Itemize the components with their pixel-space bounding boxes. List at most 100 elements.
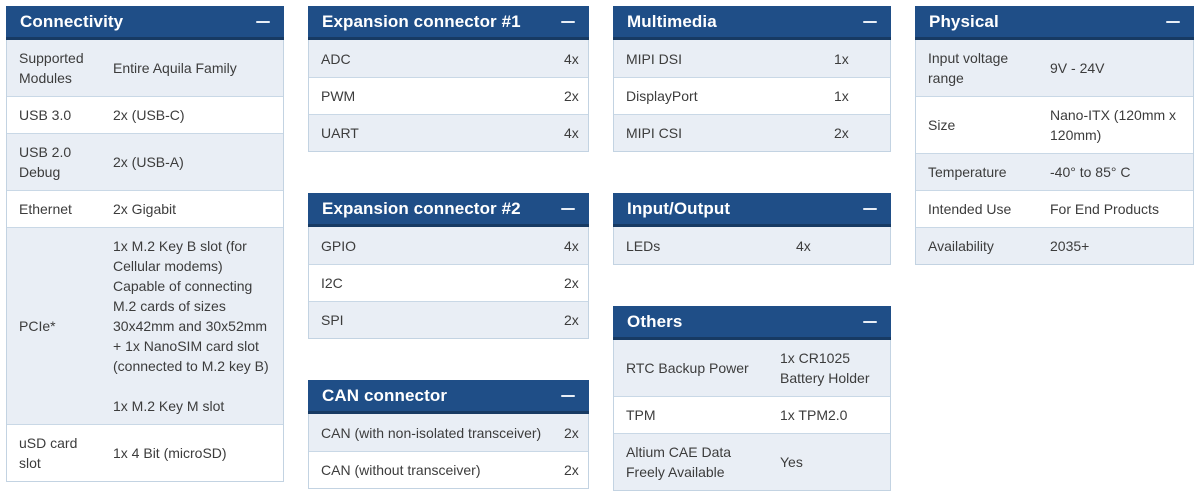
row-value: 2x [834, 125, 849, 141]
row-label: GPIO [321, 237, 357, 254]
table-title: Input/Output [627, 198, 731, 218]
row-label: Supported Modules [19, 50, 84, 86]
table-header[interactable]: Expansion connector #1 [308, 6, 589, 40]
table-header[interactable]: Physical [915, 6, 1194, 40]
table-rows: MIPI DSI 1x DisplayPort 1x MIPI CSI 2x [613, 40, 891, 152]
table-row: PWM 2x [309, 77, 588, 114]
table-row: MIPI DSI 1x [614, 40, 890, 77]
table-row: I2C 2x [309, 264, 588, 301]
table-row: LEDs 4x [614, 227, 890, 264]
table-title: CAN connector [322, 385, 448, 405]
row-value: Entire Aquila Family [113, 60, 237, 76]
row-value: 2x [564, 312, 579, 328]
row-value: 1x 4 Bit (microSD) [113, 445, 227, 461]
spec-column-2: Expansion connector #1 ADC 4x PWM 2x UAR… [308, 6, 589, 489]
row-value: 4x [564, 50, 579, 67]
table-row: Ethernet 2x Gigabit [7, 190, 283, 227]
row-value: 2x Gigabit [113, 201, 177, 217]
table-row: ADC 4x [309, 40, 588, 77]
row-label: MIPI DSI [626, 50, 683, 67]
spec-column-1: Connectivity Supported Modules Entire Aq… [6, 6, 284, 482]
row-value: 2x [564, 275, 579, 291]
row-label: Altium CAE Data Freely Available [626, 444, 732, 480]
row-label: I2C [321, 275, 343, 291]
row-value: 1x [834, 50, 849, 67]
row-label: TPM [626, 407, 656, 423]
collapse-minus-icon[interactable] [561, 20, 575, 23]
table-header[interactable]: Input/Output [613, 193, 891, 227]
collapse-minus-icon[interactable] [1166, 20, 1180, 23]
table-rows: CAN (with non-isolated transceiver) 2x C… [308, 414, 589, 489]
table-title: Expansion connector #1 [322, 11, 521, 31]
row-label: UART [321, 125, 359, 141]
row-value: 2x [564, 462, 579, 478]
row-value: 1x CR1025 Battery Holder [780, 350, 870, 386]
spec-table-io: Input/Output LEDs 4x [613, 193, 891, 265]
table-row: SPI 2x [309, 301, 588, 338]
table-rows: LEDs 4x [613, 227, 891, 265]
row-value: 4x [796, 237, 811, 254]
row-value: 4x [564, 237, 579, 254]
row-value: 4x [564, 125, 579, 141]
table-rows: Input voltage range 9V - 24V Size Nano-I… [915, 40, 1194, 265]
spec-table-others: Others RTC Backup Power 1x CR1025 Batter… [613, 306, 891, 491]
collapse-minus-icon[interactable] [863, 20, 877, 23]
row-label: PCIe* [19, 318, 56, 334]
row-value: 2x (USB-A) [113, 154, 184, 170]
spec-table-expansion2: Expansion connector #2 GPIO 4x I2C 2x SP… [308, 193, 589, 339]
table-header[interactable]: Multimedia [613, 6, 891, 40]
table-rows: RTC Backup Power 1x CR1025 Battery Holde… [613, 340, 891, 491]
table-row: Availability 2035+ [916, 227, 1193, 264]
collapse-minus-icon[interactable] [863, 320, 877, 323]
table-row: PCIe* 1x M.2 Key B slot (for Cellular mo… [7, 227, 283, 424]
table-rows: ADC 4x PWM 2x UART 4x [308, 40, 589, 152]
table-row: Input voltage range 9V - 24V [916, 40, 1193, 96]
row-label: MIPI CSI [626, 125, 683, 141]
collapse-minus-icon[interactable] [561, 394, 575, 397]
row-label: USB 2.0 Debug [19, 144, 72, 180]
row-label: SPI [321, 312, 344, 328]
table-row: USB 3.0 2x (USB-C) [7, 96, 283, 133]
row-value: 2x [564, 88, 579, 104]
table-header[interactable]: Others [613, 306, 891, 340]
row-label: uSD card slot [19, 435, 78, 471]
table-row: Size Nano-ITX (120mm x 120mm) [916, 96, 1193, 153]
table-header[interactable]: Connectivity [6, 6, 284, 40]
row-label: CAN (without transceiver) [321, 462, 481, 478]
row-value: Nano-ITX (120mm x 120mm) [1050, 107, 1177, 143]
collapse-minus-icon[interactable] [863, 207, 877, 210]
table-header[interactable]: CAN connector [308, 380, 589, 414]
table-title: Connectivity [20, 11, 124, 31]
table-row: DisplayPort 1x [614, 77, 890, 114]
collapse-minus-icon[interactable] [561, 207, 575, 210]
row-value: Yes [780, 454, 803, 470]
table-title: Others [627, 311, 683, 331]
table-row: Intended Use For End Products [916, 190, 1193, 227]
spec-column-3: Multimedia MIPI DSI 1x DisplayPort 1x MI… [613, 6, 891, 491]
collapse-minus-icon[interactable] [256, 20, 270, 23]
row-value: 2x [564, 424, 579, 441]
row-label: Ethernet [19, 201, 72, 217]
table-title: Physical [929, 11, 999, 31]
row-label: Size [928, 117, 956, 133]
spec-table-multimedia: Multimedia MIPI DSI 1x DisplayPort 1x MI… [613, 6, 891, 152]
table-row: UART 4x [309, 114, 588, 151]
row-label: DisplayPort [626, 88, 698, 104]
spec-table-connectivity: Connectivity Supported Modules Entire Aq… [6, 6, 284, 482]
row-value: -40° to 85° C [1050, 164, 1131, 180]
table-row: uSD card slot 1x 4 Bit (microSD) [7, 424, 283, 481]
row-label: RTC Backup Power [626, 360, 749, 376]
table-row: TPM 1x TPM2.0 [614, 396, 890, 433]
table-row: CAN (with non-isolated transceiver) 2x [309, 414, 588, 451]
table-header[interactable]: Expansion connector #2 [308, 193, 589, 227]
table-row: USB 2.0 Debug 2x (USB-A) [7, 133, 283, 190]
row-value: 9V - 24V [1050, 60, 1105, 76]
spec-table-physical: Physical Input voltage range 9V - 24V Si… [915, 6, 1194, 265]
table-row: Temperature -40° to 85° C [916, 153, 1193, 190]
table-row: GPIO 4x [309, 227, 588, 264]
spec-table-expansion1: Expansion connector #1 ADC 4x PWM 2x UAR… [308, 6, 589, 152]
table-title: Expansion connector #2 [322, 198, 521, 218]
spec-table-can: CAN connector CAN (with non-isolated tra… [308, 380, 589, 489]
row-label: Availability [928, 238, 994, 254]
